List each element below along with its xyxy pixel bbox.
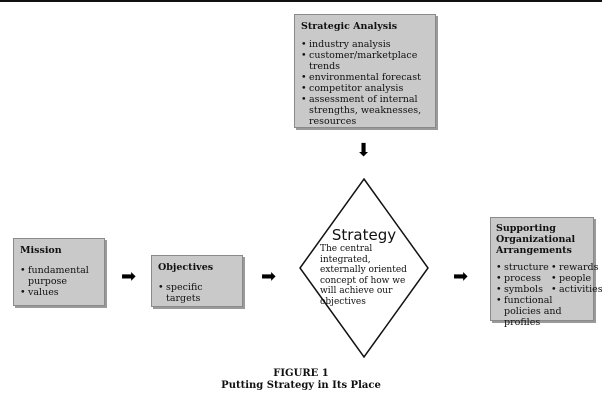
list-item: people <box>551 273 599 284</box>
mission-box: Mission fundamental purpose values <box>13 238 105 306</box>
list-item: activities <box>551 284 602 295</box>
list-item: values <box>20 287 98 298</box>
list-item: competitor analysis <box>301 83 429 94</box>
strategic-analysis-title: Strategic Analysis <box>301 21 398 32</box>
arrow-down-icon: ⬇ <box>356 140 372 161</box>
list-item: fundamental purpose <box>20 265 98 287</box>
objectives-box: Objectives specific targets <box>151 255 243 307</box>
mission-list: fundamental purpose values <box>20 265 98 298</box>
strategy-description: The central integrated, externally orien… <box>320 244 407 307</box>
supporting-arrangements-box: Supporting Organizational Arrangements s… <box>490 217 602 328</box>
figure-title: Putting Strategy in Its Place <box>221 380 381 391</box>
arrow-right-icon: ➡ <box>121 266 137 287</box>
list-item: rewards <box>551 262 599 273</box>
diamond-shape <box>299 177 429 359</box>
list-item: symbols <box>496 284 551 295</box>
arrow-right-icon: ➡ <box>453 266 469 287</box>
strategic-analysis-list: industry analysis customer/marketplace t… <box>301 39 429 127</box>
list-item: structure <box>496 262 551 273</box>
list-item: specific targets <box>158 282 236 304</box>
list-item: process <box>496 273 551 284</box>
list-item: assessment of internal strengths, weakne… <box>301 94 429 127</box>
figure-label: FIGURE 1 <box>273 368 329 379</box>
list-item: customer/marketplace trends <box>301 50 429 72</box>
objectives-title: Objectives <box>158 262 214 273</box>
mission-title: Mission <box>20 245 62 256</box>
supporting-list: functional policies and profiles <box>496 295 588 328</box>
strategic-analysis-box: Strategic Analysis industry analysis cus… <box>294 14 436 128</box>
arrow-right-icon: ➡ <box>261 266 277 287</box>
list-item: industry analysis <box>301 39 429 50</box>
supporting-grid: structure rewards process people symbols… <box>496 262 602 295</box>
top-rule <box>0 0 602 2</box>
objectives-list: specific targets <box>158 282 236 304</box>
strategy-title: Strategy <box>331 226 397 244</box>
list-item: functional policies and profiles <box>496 295 588 328</box>
list-item: environmental forecast <box>301 72 429 83</box>
supporting-title: Supporting Organizational Arrangements <box>496 223 576 256</box>
strategy-diamond <box>299 177 429 359</box>
